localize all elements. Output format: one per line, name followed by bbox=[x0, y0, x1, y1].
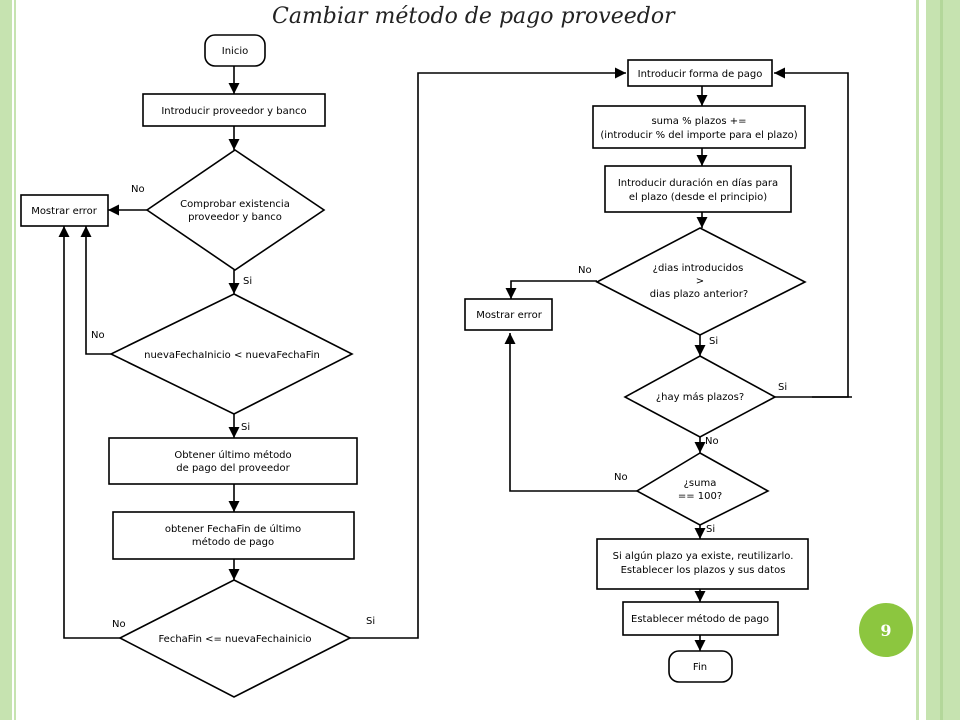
no-label-more-check: No bbox=[705, 436, 719, 447]
check-exists-decision bbox=[145, 149, 326, 271]
yes-label-days-check: Si bbox=[709, 336, 718, 347]
flow-connectors bbox=[58, 66, 852, 651]
no-label-end-check: No bbox=[112, 619, 126, 630]
enter-days-label-2: el plazo (desde el principio) bbox=[629, 192, 767, 203]
left-decorative-bar bbox=[0, 0, 12, 720]
start-terminal bbox=[204, 34, 266, 67]
no-label-check-exists: No bbox=[131, 184, 145, 195]
error-left-label: Mostrar error bbox=[31, 206, 98, 217]
days-check-label-2: > bbox=[696, 276, 704, 287]
set-method-box bbox=[622, 601, 779, 636]
yes-label-end-check: Si bbox=[366, 616, 375, 627]
enter-days-label-1: Introducir duración en días para bbox=[618, 177, 778, 189]
reuse-label-2: Establecer los plazos y sus datos bbox=[621, 565, 786, 576]
get-end-date-box bbox=[112, 511, 355, 560]
right-decorative-bar bbox=[926, 0, 960, 720]
yes-label-more-check: Si bbox=[778, 382, 787, 393]
error-right-label: Mostrar error bbox=[476, 310, 543, 321]
sum-pct-label-2: (introducir % del importe para el plazo) bbox=[600, 130, 797, 141]
no-label-sum-check: No bbox=[614, 472, 628, 483]
left-decorative-line bbox=[14, 0, 16, 720]
days-check-decision bbox=[595, 227, 807, 336]
get-end-label-1: obtener FechaFin de último bbox=[165, 523, 301, 535]
reuse-box bbox=[596, 538, 809, 590]
get-last-label-2: de pago del proveedor bbox=[176, 463, 290, 474]
slide-title: Cambiar método de pago proveedor bbox=[272, 4, 675, 29]
days-check-label-1: ¿dias introducidos bbox=[653, 263, 744, 274]
enter-form-box bbox=[627, 59, 773, 87]
yes-label-check-exists: Si bbox=[243, 276, 252, 287]
sum-check-label-1: ¿suma bbox=[684, 478, 717, 489]
page-number-badge: 9 bbox=[859, 603, 913, 657]
sum-check-label-2: == 100? bbox=[678, 491, 722, 502]
get-end-label-2: método de pago bbox=[192, 536, 274, 548]
set-method-label: Establecer método de pago bbox=[631, 613, 769, 625]
enter-form-label: Introducir forma de pago bbox=[638, 69, 763, 80]
end-terminal bbox=[668, 650, 733, 683]
enter-days-box bbox=[604, 165, 792, 213]
right-decorative-stripe bbox=[940, 0, 943, 720]
more-check-label: ¿hay más plazos? bbox=[656, 391, 744, 403]
error-box-right bbox=[464, 298, 553, 331]
no-label-date-check: No bbox=[91, 330, 105, 341]
get-last-label-1: Obtener último método bbox=[174, 449, 291, 461]
more-check-decision bbox=[623, 355, 777, 438]
get-last-method-box bbox=[108, 437, 358, 485]
days-check-label-3: dias plazo anterior? bbox=[650, 289, 748, 300]
end-check-decision bbox=[118, 579, 352, 698]
error-box-left bbox=[20, 194, 109, 227]
date-check-decision bbox=[109, 293, 354, 415]
sum-pct-label-1: suma % plazos += bbox=[651, 116, 746, 127]
start-label: Inicio bbox=[222, 46, 248, 57]
no-label-days-check: No bbox=[578, 265, 592, 276]
sum-pct-box bbox=[592, 105, 806, 149]
date-check-label: nuevaFechaInicio < nuevaFechaFin bbox=[144, 350, 320, 361]
check-exists-label-2: proveedor y banco bbox=[188, 212, 282, 223]
end-label: Fin bbox=[693, 662, 707, 673]
reuse-label-1: Si algún plazo ya existe, reutilizarlo. bbox=[613, 550, 794, 562]
yes-label-date-check: Si bbox=[241, 422, 250, 433]
end-check-label: FechaFin <= nuevaFechainicio bbox=[158, 634, 311, 645]
enter-supplier-box bbox=[142, 93, 326, 127]
sum-check-decision bbox=[635, 452, 770, 526]
right-decorative-line bbox=[916, 0, 919, 720]
check-exists-label-1: Comprobar existencia bbox=[180, 199, 290, 210]
yes-label-sum-check: Si bbox=[706, 524, 715, 535]
enter-supplier-label: Introducir proveedor y banco bbox=[161, 106, 306, 117]
